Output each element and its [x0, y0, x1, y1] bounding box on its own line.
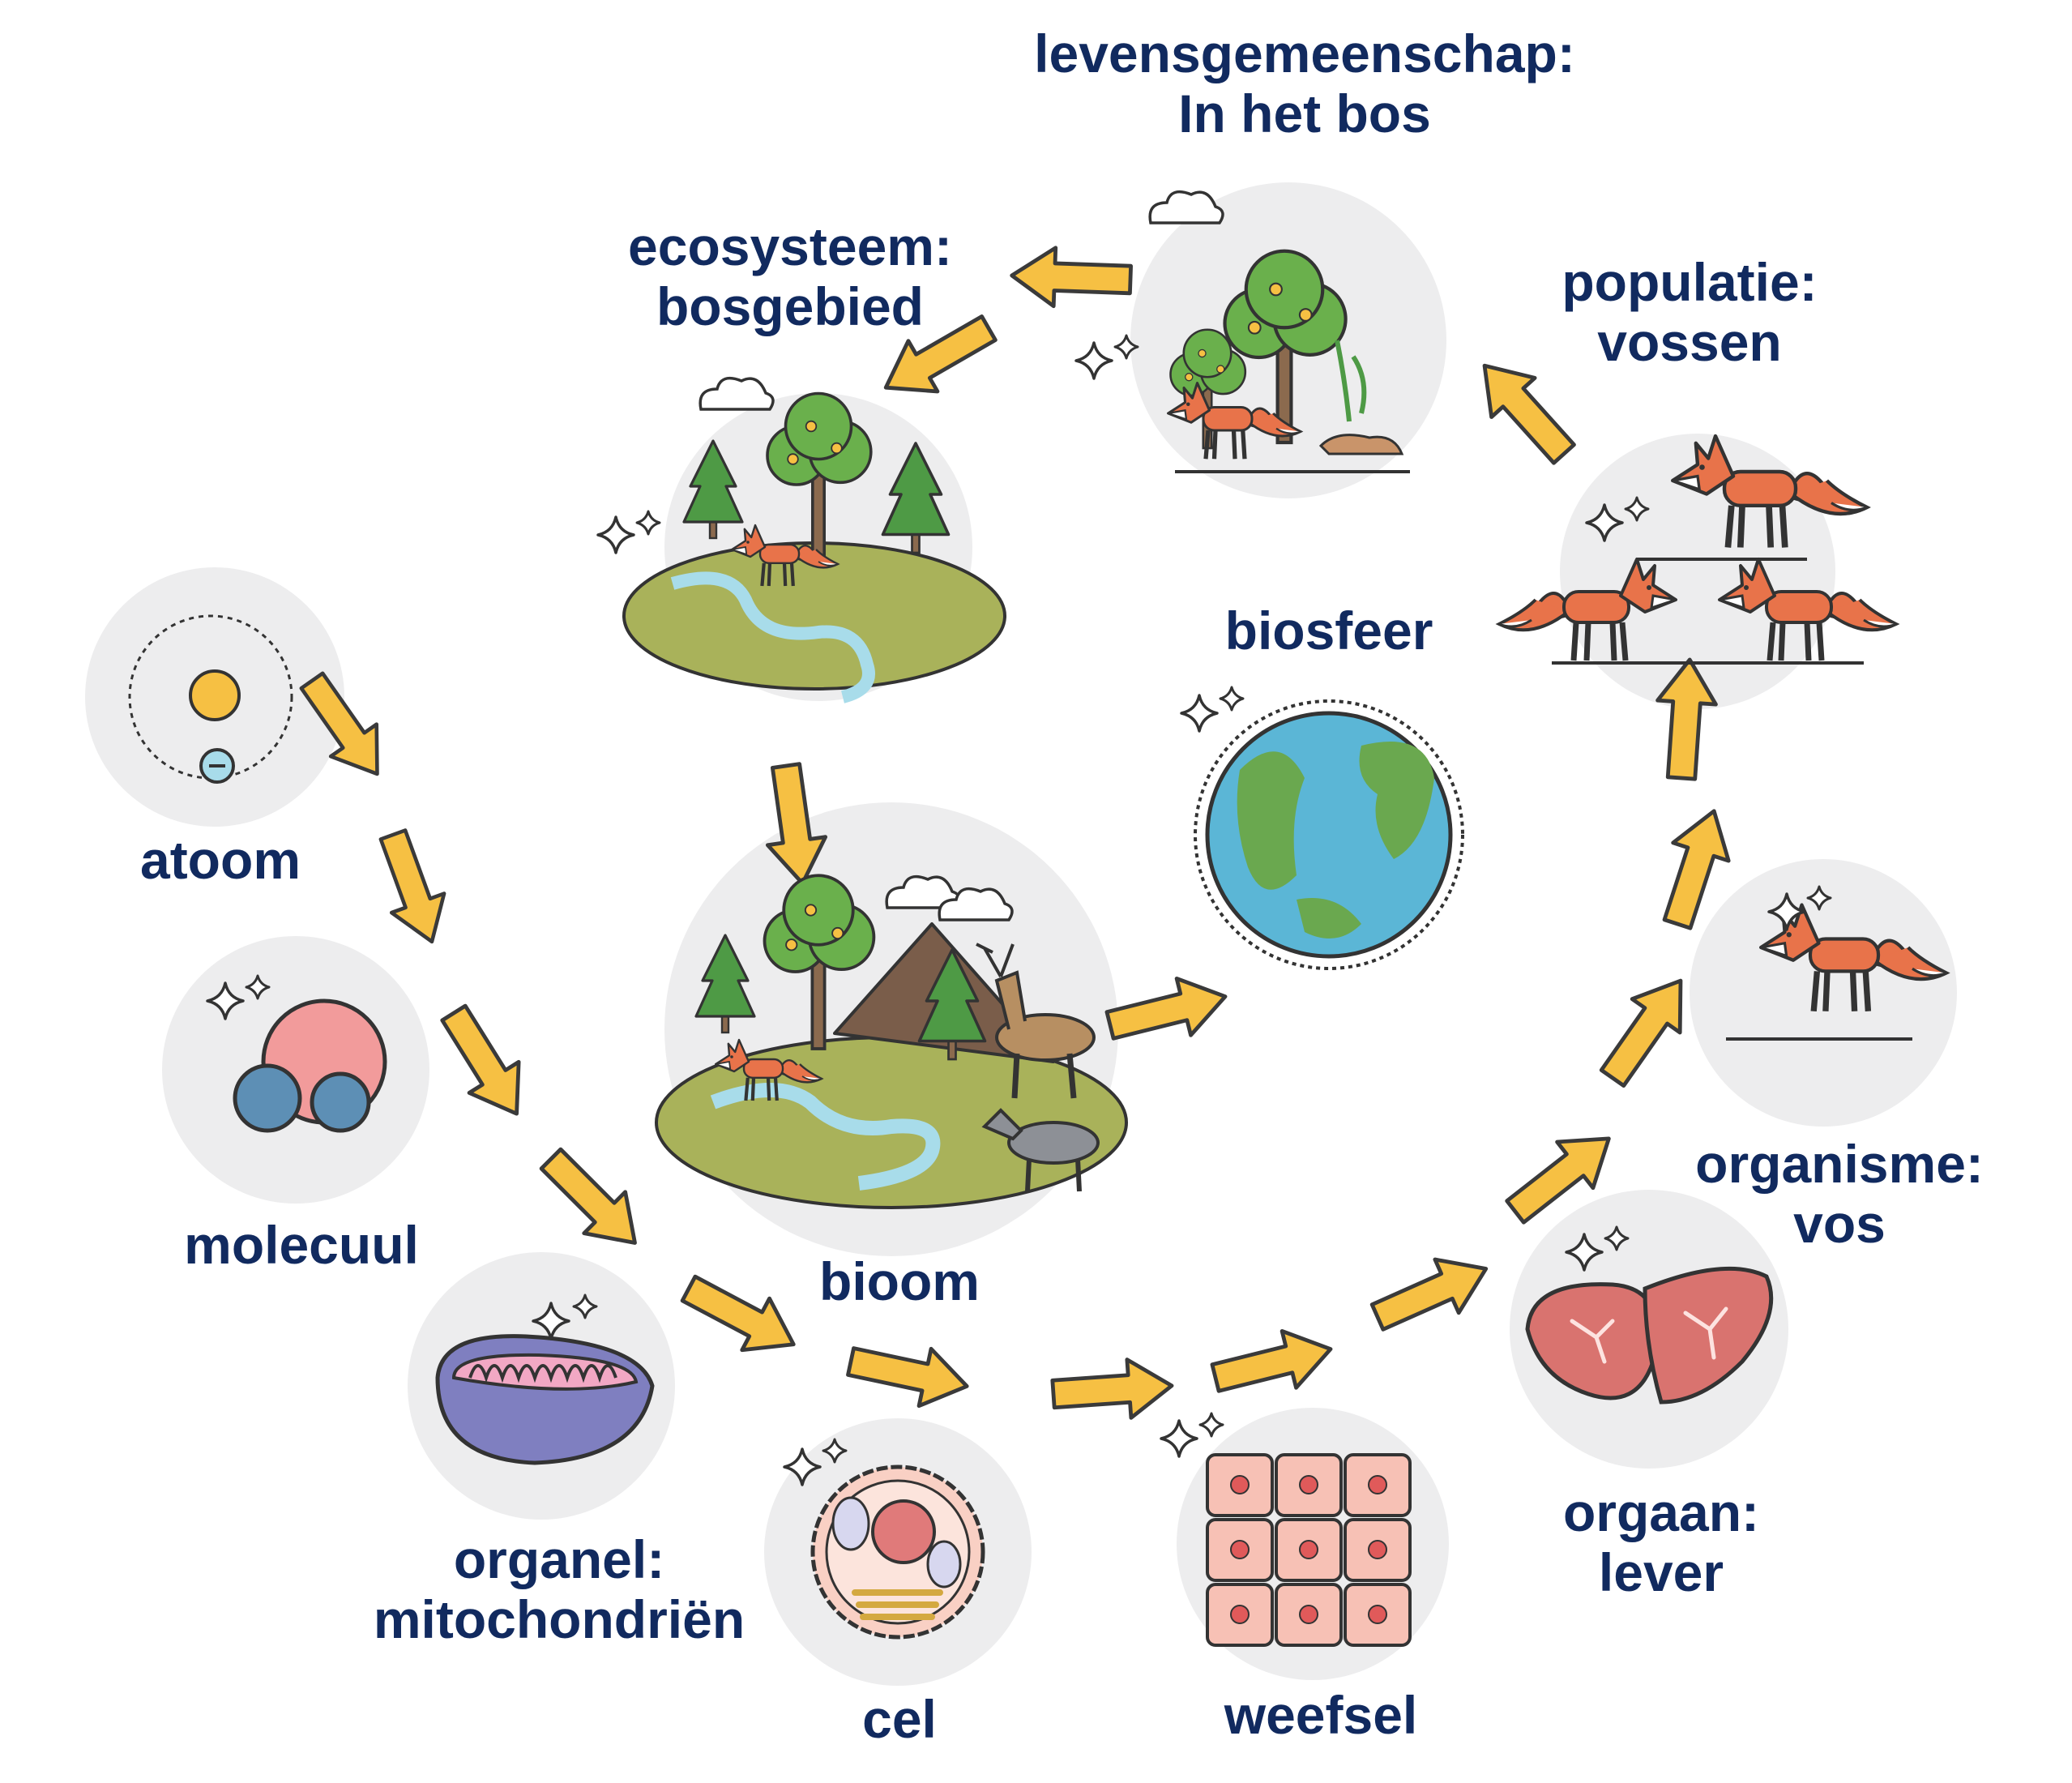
cell-label: cel: [862, 1689, 937, 1750]
earth-icon: [1180, 686, 1464, 970]
population-label: populatie: vossen: [1561, 252, 1818, 373]
tissue-label: weefsel: [1224, 1685, 1418, 1746]
population-label-line1: populatie:: [1561, 252, 1818, 312]
ecosystem-label-line2: bosgebied: [656, 276, 925, 336]
molecule-label: molecuul: [184, 1215, 419, 1276]
cell-label-text: cel: [862, 1689, 937, 1749]
ecosystem-label: ecosysteem: bosgebied: [628, 216, 952, 337]
organelle-label: organel: mitochondriën: [373, 1529, 745, 1650]
biosphere-label-text: biosfeer: [1224, 601, 1433, 661]
organelle-label-line2: mitochondriën: [373, 1588, 745, 1649]
tissue-label-text: weefsel: [1224, 1685, 1418, 1745]
organism-label: organisme: vos: [1695, 1134, 1984, 1255]
arrow-icon: [289, 246, 1742, 1423]
organelle-label-line1: organel:: [453, 1529, 665, 1589]
tissue-icon: [1160, 1412, 1412, 1647]
cell-icon: [783, 1438, 985, 1640]
molecule-label-text: molecuul: [184, 1215, 419, 1275]
biosphere-label: biosfeer: [1225, 601, 1433, 661]
biome-label-text: bioom: [819, 1251, 980, 1311]
organism-label-line1: organisme:: [1695, 1134, 1984, 1194]
atom-icon: [128, 614, 293, 784]
organism-label-line2: vos: [1793, 1193, 1886, 1254]
ecosystem-label-line1: ecosysteem:: [628, 216, 952, 276]
atom-label-text: atoom: [140, 830, 301, 890]
community-label-line2: In het bos: [1178, 83, 1431, 143]
biome-icon: [655, 874, 1128, 1209]
fox-icon: [1726, 885, 1946, 1041]
forest-ecosystem-icon: [596, 376, 1006, 703]
liver-icon: [1525, 1225, 1774, 1405]
deer-shape: [976, 943, 1096, 1099]
community-label-line1: levensgemeenschap:: [1034, 24, 1575, 83]
biome-label: bioom: [819, 1251, 980, 1312]
atom-label: atoom: [140, 830, 301, 891]
organ-label: orgaan: lever: [1562, 1482, 1760, 1603]
molecule-icon: [206, 974, 387, 1133]
organism-bg: [1690, 859, 1957, 1127]
population-label-line2: vossen: [1597, 311, 1782, 372]
organ-label-line1: orgaan:: [1562, 1482, 1760, 1542]
wolf-shape: [981, 1108, 1100, 1192]
fox-population-icon: [1499, 436, 1896, 665]
mitochondrion-icon: [435, 1293, 655, 1465]
organ-label-line2: lever: [1598, 1541, 1724, 1602]
forest-community-icon: [1074, 190, 1410, 473]
community-label: levensgemeenschap: In het bos: [1034, 24, 1575, 144]
